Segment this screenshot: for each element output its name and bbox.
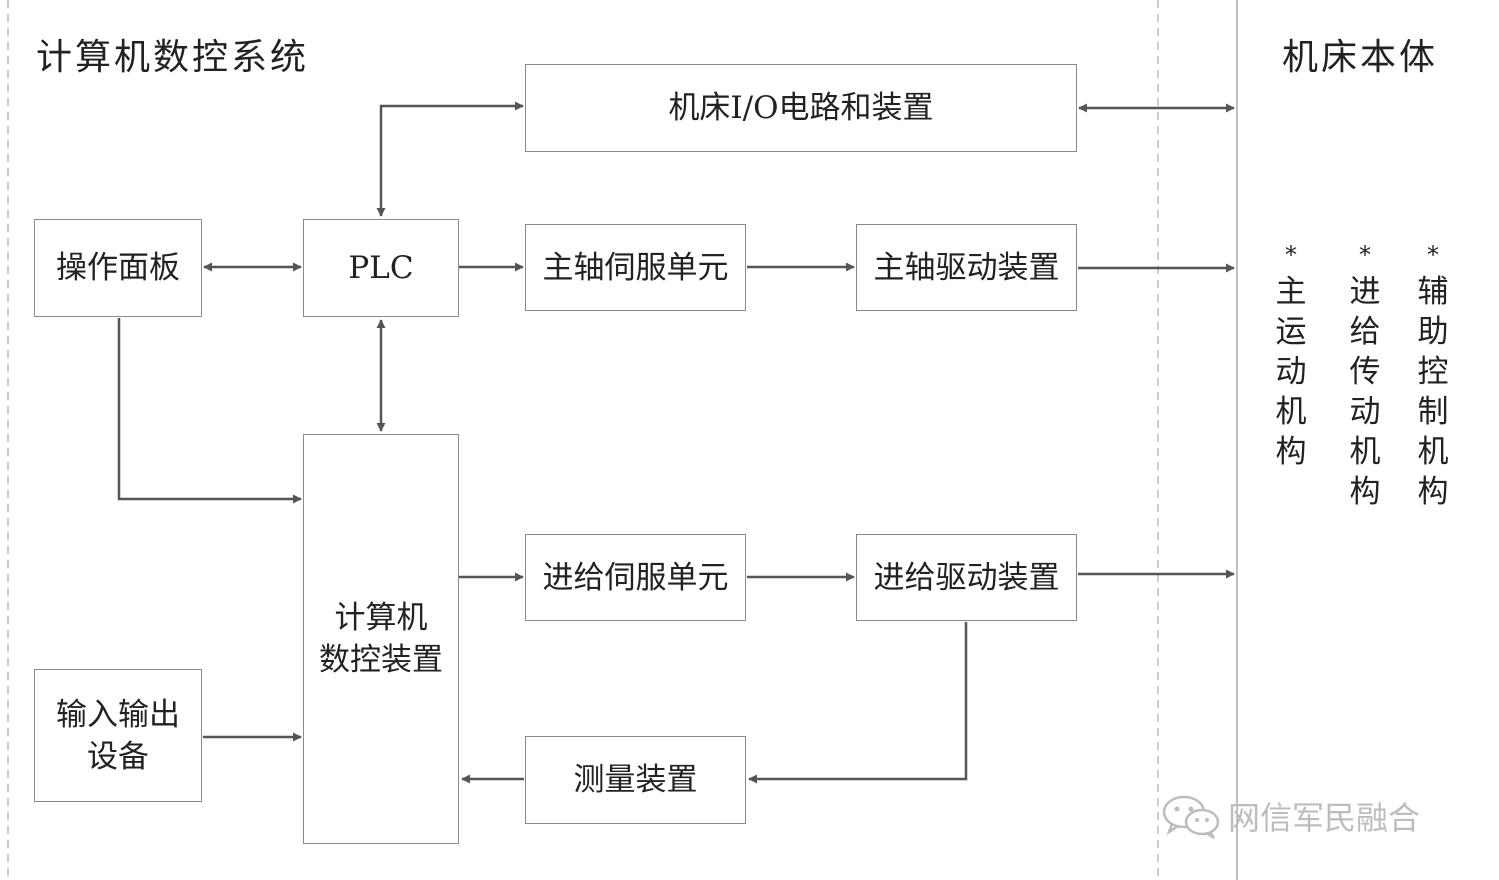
- mechanism-char: 给: [1349, 314, 1381, 350]
- cnc-unit-block: 计算机 数控装置: [303, 434, 459, 844]
- main-motion-mechanism-label: * 主 运 动 机 构: [1271, 238, 1311, 472]
- feed-servo-block: 进给伺服单元: [525, 534, 746, 621]
- mechanism-char: 机: [1275, 394, 1307, 430]
- feed-transmission-mechanism-label: * 进 给 传 动 机 构: [1345, 238, 1385, 512]
- feed-drive-block: 进给驱动装置: [856, 534, 1077, 621]
- mechanism-char: 进: [1349, 274, 1381, 310]
- operator-panel-block: 操作面板: [34, 219, 202, 317]
- bullet-marker: *: [1427, 241, 1439, 269]
- mechanism-char: 运: [1275, 314, 1307, 350]
- mechanism-char: 制: [1417, 394, 1449, 430]
- mechanism-char: 控: [1417, 354, 1449, 390]
- watermark: 网信军民融合: [1160, 792, 1420, 840]
- bullet-marker: *: [1285, 241, 1297, 269]
- section-title-cnc-system: 计算机数控系统: [36, 37, 310, 78]
- mechanism-char: 动: [1349, 394, 1381, 430]
- mechanism-char: 机: [1349, 434, 1381, 470]
- io-circuit-block: 机床I/O电路和装置: [525, 64, 1077, 152]
- mechanism-char: 动: [1275, 354, 1307, 390]
- plc-block: PLC: [303, 219, 459, 317]
- spindle-drive-block: 主轴驱动装置: [856, 224, 1077, 311]
- wechat-icon: [1162, 795, 1220, 840]
- arrow-plc-io: [376, 101, 524, 217]
- mechanism-char: 传: [1349, 354, 1381, 390]
- arrow-feed-drive-measure: [748, 622, 968, 784]
- watermark-text: 网信军民融合: [1228, 799, 1421, 837]
- mechanism-char: 机: [1417, 434, 1449, 470]
- mechanism-char: 助: [1417, 314, 1449, 350]
- mechanism-char: 构: [1275, 434, 1307, 470]
- mechanism-char: 主: [1275, 274, 1307, 310]
- mechanism-char: 构: [1349, 474, 1381, 510]
- auxiliary-control-mechanism-label: * 辅 助 控 制 机 构: [1413, 238, 1453, 512]
- spindle-servo-block: 主轴伺服单元: [525, 224, 746, 311]
- measurement-block: 测量装置: [525, 736, 746, 824]
- section-title-machine-body: 机床本体: [1282, 37, 1439, 78]
- mechanism-char: 构: [1417, 474, 1449, 510]
- io-device-block: 输入输出 设备: [34, 669, 202, 802]
- bullet-marker: *: [1359, 241, 1371, 269]
- arrow-panel-cnc: [117, 318, 302, 504]
- mechanism-char: 辅: [1417, 274, 1449, 310]
